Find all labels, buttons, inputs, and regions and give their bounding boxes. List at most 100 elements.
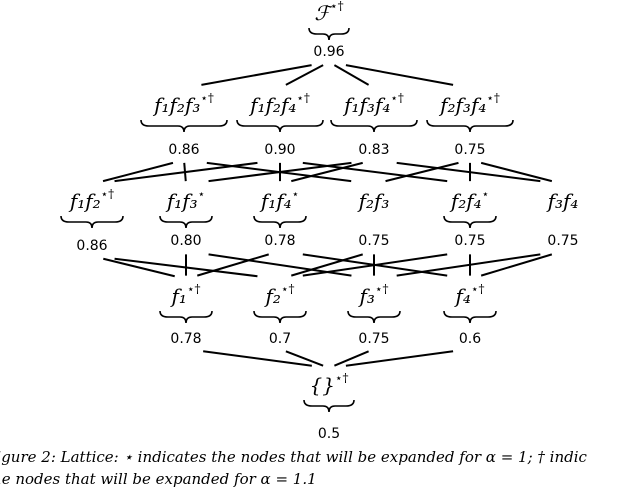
node-label: f₃⋆† [358, 282, 389, 308]
node-marks: ⋆† [200, 91, 214, 105]
edge-f1f3f4-f1f3 [208, 161, 352, 183]
node-f1f3f4: f₁f₃f₄⋆† 0.83 [330, 91, 418, 158]
edge-f2f3-f2 [290, 253, 364, 277]
node-value: 0.75 [358, 331, 389, 347]
node-empty: {}⋆† 0.5 [303, 371, 355, 442]
node-marks: ⋆† [281, 282, 295, 296]
edge-f1-empty [203, 350, 312, 367]
node-value: 0.75 [358, 233, 389, 249]
node-marks: ⋆† [390, 91, 404, 105]
node-value: 0.6 [459, 331, 481, 347]
node-label: f₂⋆† [264, 282, 295, 308]
node-value: 0.75 [454, 142, 485, 158]
underbrace [330, 119, 418, 133]
node-marks: ⋆ [198, 187, 206, 201]
node-marks: ⋆† [486, 91, 500, 105]
node-value: 0.78 [264, 233, 295, 249]
node-label: f₁f₂f₃⋆† [152, 91, 214, 117]
node-label: f₁f₄⋆ [259, 187, 299, 213]
edge-f3f4-f3 [396, 253, 541, 277]
edge-top-f1f2f3 [201, 64, 312, 86]
node-label: f₁f₂f₄⋆† [248, 91, 310, 117]
node-value: 0.7 [269, 331, 291, 347]
edge-f3-empty [334, 350, 369, 367]
edge-f2f3f4-f2f3 [385, 161, 459, 183]
caption-line-2: the nodes that will be expanded for α = … [0, 470, 317, 488]
node-label: f₁f₃⋆ [165, 187, 205, 213]
edge-f2f4-f2 [302, 253, 448, 277]
node-top: ℱ⋆† 0.96 [308, 0, 350, 60]
edge-f1f2-f1 [103, 257, 175, 278]
underbrace [159, 310, 213, 324]
node-value: 0.5 [318, 426, 340, 442]
node-f1f2: f₁f₂⋆† 0.86 [60, 187, 124, 254]
lattice-nodes: ℱ⋆† 0.96 f₁f₂f₃⋆† 0.86 f₁f₂f₄⋆† 0.90 f₁f₃f₄⋆† 0… [60, 0, 579, 442]
node-label: f₂f₃f₄⋆† [438, 91, 500, 117]
node-f1: f₁⋆† 0.78 [159, 282, 213, 347]
node-value: 0.96 [313, 44, 344, 60]
underbrace [236, 119, 324, 133]
node-marks: ⋆ [292, 187, 300, 201]
underbrace [303, 399, 355, 413]
underbrace [253, 215, 307, 229]
node-value: 0.75 [547, 233, 578, 249]
node-marks: ⋆† [187, 282, 201, 296]
edge-top-f2f3f4 [345, 64, 454, 86]
edge-f2f3f4-f3f4 [480, 161, 553, 183]
node-label: {}⋆† [310, 371, 349, 397]
node-marks: ⋆† [335, 371, 349, 385]
edge-f3f4-f4 [480, 253, 553, 277]
node-f1f3: f₁f₃⋆ 0.80 [159, 187, 213, 249]
node-f1f4: f₁f₄⋆ 0.78 [253, 187, 307, 249]
node-label: f₁⋆† [170, 282, 201, 308]
node-label: f₁f₃f₄⋆† [342, 91, 404, 117]
node-value: 0.80 [170, 233, 201, 249]
edge-f1f4-f1 [196, 253, 270, 277]
lattice-edges [102, 64, 553, 367]
node-marks: ⋆† [101, 187, 115, 201]
node-label: ℱ⋆† [314, 0, 343, 25]
underbrace [347, 310, 401, 324]
node-value: 0.86 [168, 142, 199, 158]
edge-f1f2f3-f1f2 [102, 161, 174, 183]
underbrace [443, 215, 497, 229]
node-f2f3: f₂f₃ 0.75 [357, 189, 390, 249]
node-label: f₄⋆† [454, 282, 485, 308]
edge-f2-empty [285, 350, 324, 367]
caption-line-1: Figure 2: Lattice: ⋆ indicates the nodes… [0, 448, 587, 466]
node-label: f₂f₃ [357, 189, 390, 213]
node-marks: ⋆ [482, 187, 490, 201]
node-value: 0.75 [454, 233, 485, 249]
node-f3f4: f₃f₄ 0.75 [546, 189, 579, 249]
node-label: f₂f₄⋆ [449, 187, 489, 213]
node-value: 0.90 [264, 142, 295, 158]
node-value: 0.78 [170, 331, 201, 347]
node-marks: ⋆† [471, 282, 485, 296]
node-f4: f₄⋆† 0.6 [443, 282, 497, 347]
edge-f4-empty [345, 350, 454, 367]
underbrace [443, 310, 497, 324]
node-marks: ⋆† [296, 91, 310, 105]
node-marks: ⋆† [375, 282, 389, 296]
edge-f1f2f4-f1f2 [114, 161, 258, 183]
edge-top-f1f2f4 [285, 64, 324, 86]
underbrace [60, 215, 124, 229]
underbrace [426, 119, 514, 133]
node-value: 0.86 [76, 238, 107, 254]
underbrace [140, 119, 228, 133]
node-label: f₃f₄ [546, 189, 579, 213]
underbrace [159, 215, 213, 229]
node-f3: f₃⋆† 0.75 [347, 282, 401, 347]
underbrace [253, 310, 307, 324]
node-f2: f₂⋆† 0.7 [253, 282, 307, 347]
node-f1f2f4: f₁f₂f₄⋆† 0.90 [236, 91, 324, 158]
node-f2f3f4: f₂f₃f₄⋆† 0.75 [426, 91, 514, 158]
node-label: f₁f₂⋆† [68, 187, 114, 213]
underbrace [308, 27, 350, 41]
edge-top-f1f3f4 [333, 64, 370, 86]
node-f1f2f3: f₁f₂f₃⋆† 0.86 [140, 91, 228, 158]
edge-f1f3f4-f1f4 [291, 161, 363, 183]
node-value: 0.83 [358, 142, 389, 158]
node-marks: ⋆† [330, 0, 344, 13]
